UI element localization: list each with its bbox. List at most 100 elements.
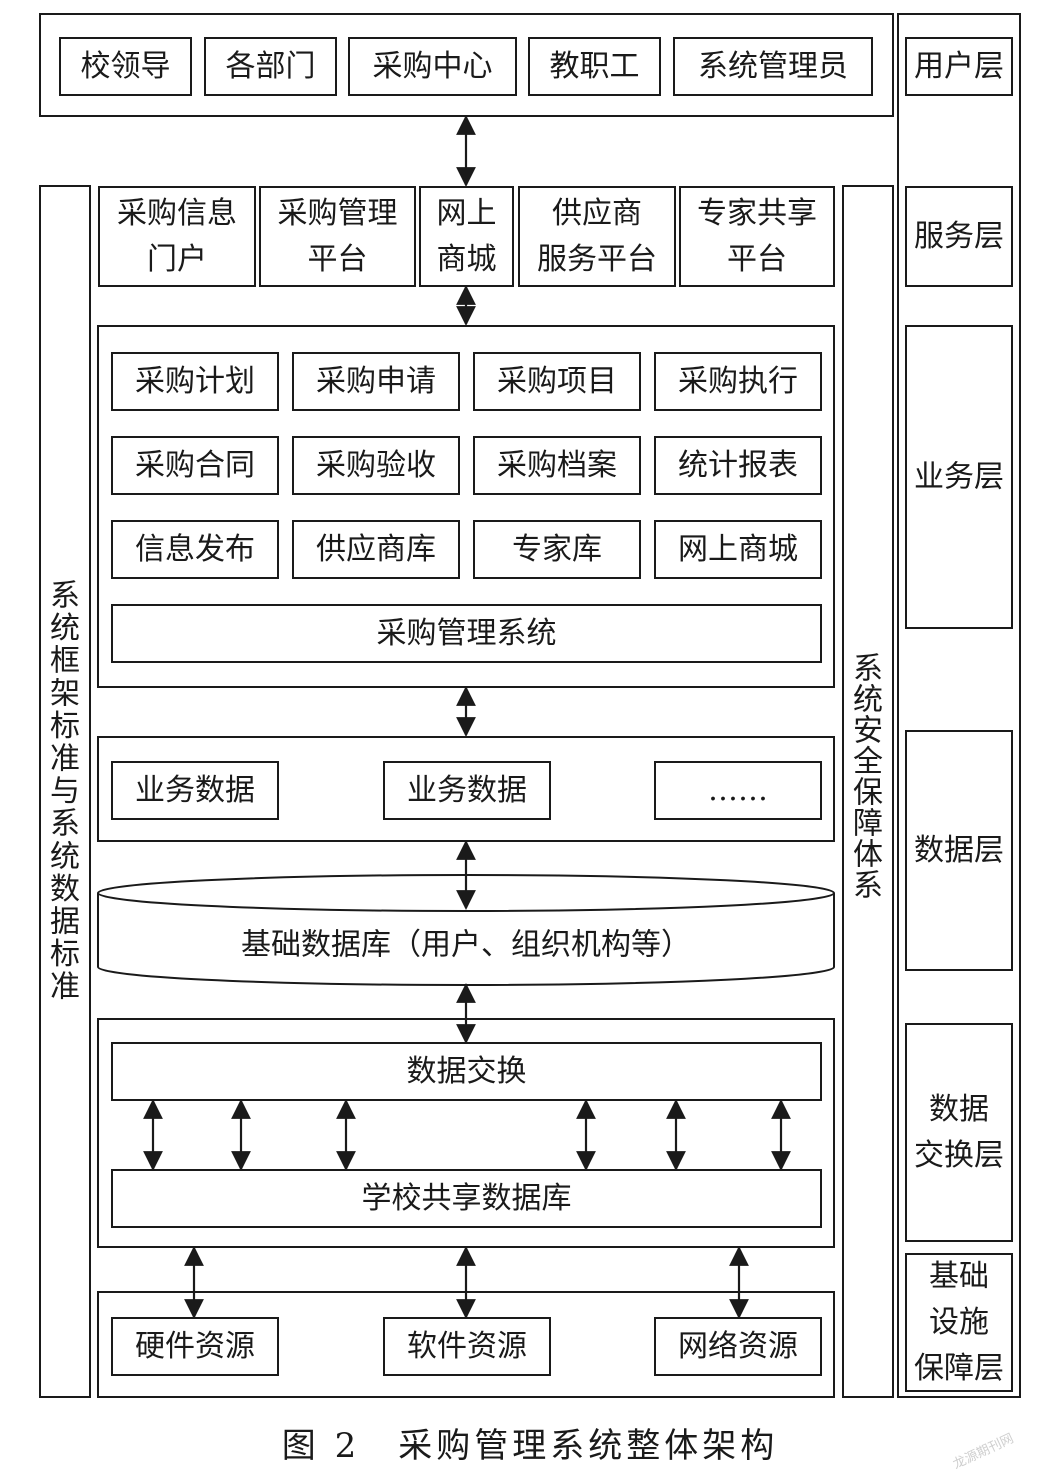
standards-column-frame [39, 185, 91, 1398]
business-module-4 [654, 352, 822, 411]
user-box-4 [528, 37, 661, 96]
data-item-3-label: …… [708, 773, 768, 808]
layer-label-3-label: 业务层 [914, 460, 1004, 495]
business-module-7 [473, 436, 641, 495]
user-box-2 [204, 37, 337, 96]
business-module-2 [292, 352, 460, 411]
standards-column-text-char-5: 标 [50, 709, 80, 744]
infrastructure-box-2 [383, 1317, 551, 1376]
layer-label-6-label-line-2: 设施 [929, 1305, 989, 1340]
procurement-system-box-label: 采购管理系统 [377, 616, 557, 651]
data-item-1-label: 业务数据 [135, 773, 255, 808]
business-module-3-label: 采购项目 [497, 364, 617, 399]
service-box-1 [98, 186, 256, 287]
standards-column-text-char-7: 与 [50, 774, 80, 809]
business-module-2-label: 采购申请 [316, 364, 436, 399]
service-box-4 [518, 186, 676, 287]
shared-database-box-label: 学校共享数据库 [362, 1181, 572, 1216]
user-box-2-label: 各部门 [226, 49, 316, 84]
business-module-7-label: 采购档案 [497, 448, 617, 483]
security-column-frame [842, 185, 894, 1398]
figure-caption: 图 2 采购管理系统整体架构 [282, 1426, 778, 1466]
business-module-1-label: 采购计划 [135, 364, 255, 399]
layer-label-1-label: 用户层 [914, 49, 1004, 84]
business-module-8 [654, 436, 822, 495]
shared-database-box [111, 1169, 822, 1228]
standards-column-text-char-2: 统 [50, 611, 80, 646]
infrastructure-box-2-label: 软件资源 [407, 1329, 527, 1364]
business-module-10-label: 供应商库 [316, 532, 436, 567]
security-column-text-char-4: 全 [853, 745, 883, 780]
service-box-4-label-line-2: 服务平台 [537, 242, 657, 277]
security-column-text-char-1: 系 [853, 652, 883, 687]
business-module-4-label: 采购执行 [678, 364, 798, 399]
business-module-10 [292, 520, 460, 579]
business-module-8-label: 统计报表 [678, 448, 798, 483]
standards-column-text-char-12: 标 [50, 937, 80, 972]
service-box-5-label-line-2: 平台 [727, 242, 787, 277]
infrastructure-box-3-label: 网络资源 [678, 1329, 798, 1364]
service-box-1-label-line-1: 采购信息 [117, 196, 237, 231]
business-module-5-label: 采购合同 [135, 448, 255, 483]
standards-column-text-char-8: 系 [50, 807, 80, 842]
data-item-2 [383, 761, 551, 820]
security-column-text-char-6: 障 [853, 807, 883, 842]
user-box-5 [673, 37, 873, 96]
business-module-6 [292, 436, 460, 495]
business-module-3 [473, 352, 641, 411]
standards-column-text-char-3: 框 [50, 644, 80, 679]
business-module-1 [111, 352, 279, 411]
service-box-1-label-line-2: 门户 [147, 242, 207, 277]
layer-label-4 [905, 730, 1013, 971]
infrastructure-box-3 [654, 1317, 822, 1376]
layer-label-2 [905, 186, 1013, 287]
data-item-2-label: 业务数据 [407, 773, 527, 808]
service-box-5-label-line-1: 专家共享 [697, 196, 817, 231]
service-box-3-label-line-1: 网上 [437, 196, 497, 231]
user-box-1 [59, 37, 192, 96]
standards-column-text-char-4: 架 [50, 676, 80, 711]
data-item-1 [111, 761, 279, 820]
security-column-text-char-7: 体 [853, 838, 883, 873]
procurement-system-box [111, 604, 822, 663]
layer-label-1 [905, 37, 1013, 96]
service-box-2-label-line-1: 采购管理 [278, 196, 398, 231]
business-module-12 [654, 520, 822, 579]
security-column-text-char-2: 统 [853, 683, 883, 718]
layer-label-4-label: 数据层 [914, 833, 1004, 868]
user-box-1-label: 校领导 [81, 49, 171, 84]
standards-column-text-char-1: 系 [50, 579, 80, 614]
business-module-9-label: 信息发布 [135, 532, 255, 567]
security-column-text-char-5: 保 [853, 776, 883, 811]
standards-column-text-char-6: 准 [50, 742, 80, 777]
business-module-9 [111, 520, 279, 579]
data-exchange-box-label: 数据交换 [407, 1054, 527, 1089]
service-box-5 [679, 186, 835, 287]
data-exchange-box [111, 1042, 822, 1101]
user-box-5-label: 系统管理员 [698, 49, 848, 84]
layer-label-6-label-line-3: 保障层 [914, 1351, 1004, 1386]
service-box-3 [419, 186, 514, 287]
security-column-text-char-8: 系 [853, 869, 883, 904]
standards-column-text-char-10: 数 [50, 872, 80, 907]
security-column-text-char-3: 安 [853, 714, 883, 749]
standards-column-text-char-11: 据 [50, 905, 80, 940]
service-box-2 [259, 186, 416, 287]
layer-label-2-label: 服务层 [914, 219, 1004, 254]
basic-database-label: 基础数据库（用户、组织机构等） [241, 928, 691, 963]
watermark: 龙源期刊网 [951, 1431, 1016, 1472]
business-module-11-label: 专家库 [512, 532, 602, 567]
business-module-12-label: 网上商城 [678, 532, 798, 567]
data-item-3 [654, 761, 822, 820]
layer-label-3 [905, 325, 1013, 629]
layer-label-6-label-line-1: 基础 [929, 1259, 989, 1294]
layer-label-5-label-line-1: 数据 [929, 1092, 989, 1127]
infrastructure-box-1 [111, 1317, 279, 1376]
standards-column-text-char-9: 统 [50, 839, 80, 874]
business-module-5 [111, 436, 279, 495]
service-box-4-label-line-1: 供应商 [552, 196, 642, 231]
layer-labels-frame [897, 13, 1021, 1398]
business-module-11 [473, 520, 641, 579]
standards-column-text-char-13: 准 [50, 970, 80, 1005]
